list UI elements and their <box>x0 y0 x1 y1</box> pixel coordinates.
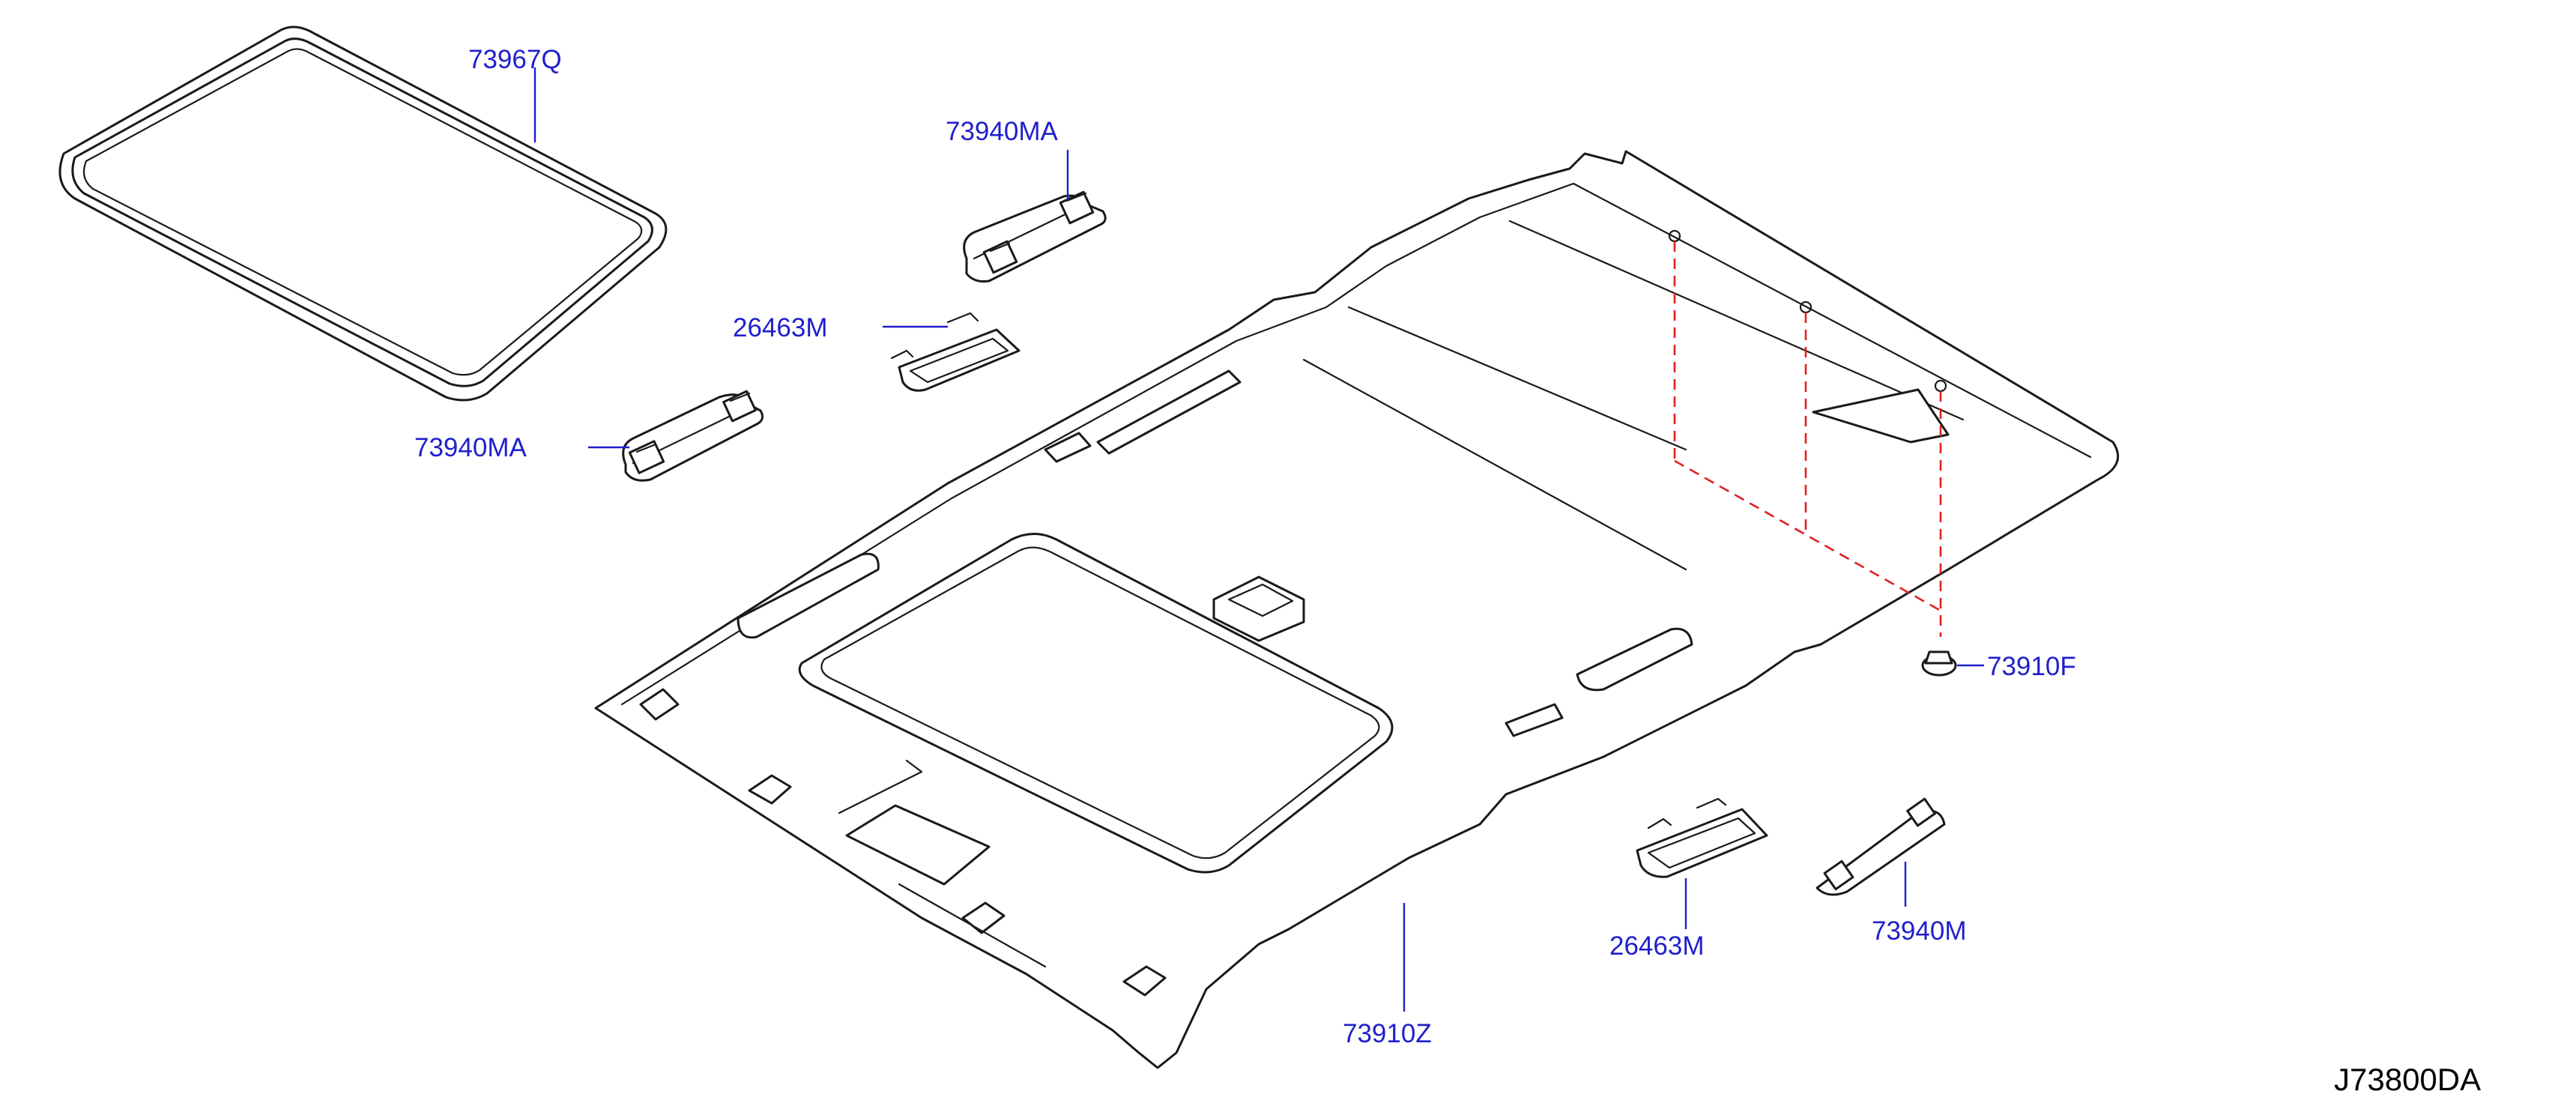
clip-drawing <box>1921 650 1957 677</box>
sunroof-seal-drawing <box>58 25 668 402</box>
diagram-code: J73800DA <box>2334 1062 2482 1097</box>
label-assist-grip-left[interactable]: 73940MA <box>414 433 527 462</box>
label-assist-grip-upper[interactable]: 73940MA <box>946 117 1058 146</box>
headlining-drawing <box>594 150 2120 1069</box>
assist-grip-right-drawing <box>1815 797 1946 896</box>
label-clip[interactable]: 73910F <box>1987 652 2076 681</box>
label-assist-grip-right[interactable]: 73940M <box>1872 916 1967 946</box>
sun-visor-cover-lower-drawing <box>1636 797 1768 878</box>
label-headlining[interactable]: 73910Z <box>1343 1019 1432 1048</box>
clip-guide-lines <box>1668 229 1947 637</box>
assist-grip-upper-drawing <box>963 190 1107 282</box>
label-sun-visor-cover-lower[interactable]: 26463M <box>1609 931 1705 961</box>
label-sun-visor-cover-upper[interactable]: 26463M <box>733 313 828 342</box>
sun-visor-cover-upper-drawing <box>890 312 1021 392</box>
assist-grip-left-drawing <box>622 390 764 482</box>
label-sunroof-seal[interactable]: 73967Q <box>468 45 562 74</box>
